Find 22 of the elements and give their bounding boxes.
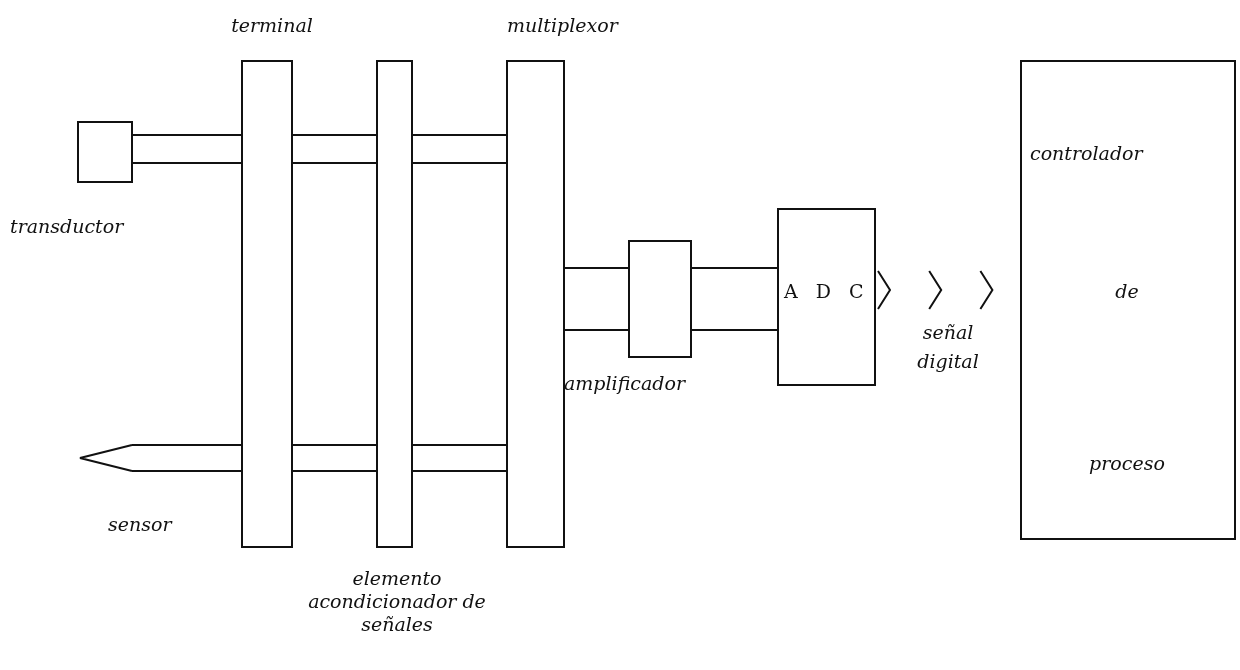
component-label: transductor <box>10 215 125 238</box>
chevron-arrow <box>877 270 994 310</box>
double-line-connector <box>691 267 778 331</box>
component-label: amplificador <box>564 372 687 395</box>
double-line-connector <box>132 134 242 164</box>
double-line-connector <box>292 444 377 472</box>
component-label: sensor <box>108 513 174 536</box>
double-line-connector <box>131 444 242 472</box>
edge-label: señal digital <box>916 320 980 374</box>
controller-label: controlador <box>1030 142 1145 165</box>
controller-label: de <box>1114 280 1140 303</box>
component-label: multiplexor <box>507 14 620 37</box>
process-controller-box <box>1020 60 1236 540</box>
adc-box <box>777 208 876 386</box>
double-line-connector <box>292 134 377 164</box>
double-line-connector <box>564 267 629 331</box>
component-label: terminal <box>230 14 314 37</box>
component-label: elemento acondicionador de señales <box>307 567 487 636</box>
controller-label: proceso <box>1088 452 1166 475</box>
component-label: A D C <box>784 280 871 303</box>
double-line-connector <box>412 444 507 472</box>
double-line-connector <box>412 134 507 164</box>
